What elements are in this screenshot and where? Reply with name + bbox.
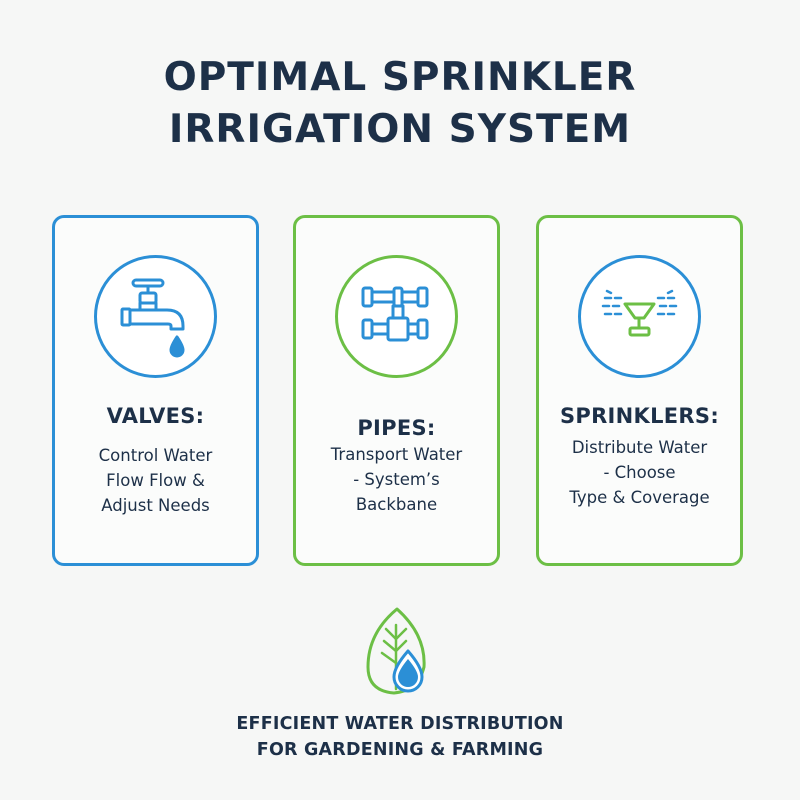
pipes-heading: PIPES: bbox=[357, 416, 436, 440]
pipes-line-3: Backbane bbox=[355, 495, 438, 514]
title-line-1: OPTIMAL SPRINKLER bbox=[163, 55, 637, 100]
sprinkler-icon bbox=[601, 289, 678, 337]
sprinklers-description: Distribute Water - Choose Type & Coverag… bbox=[539, 435, 740, 510]
pipes-line-1: Transport Water bbox=[330, 445, 463, 464]
pipes-icon bbox=[361, 286, 429, 342]
faucet-icon bbox=[120, 278, 185, 358]
page-title: OPTIMAL SPRINKLER IRRIGATION SYSTEM bbox=[0, 52, 800, 156]
footer-line-1: EFFICIENT WATER DISTRIBUTION bbox=[236, 714, 564, 734]
faucet-icon-circle bbox=[94, 255, 217, 378]
sprinklers-line-2: - Choose bbox=[603, 463, 676, 482]
pipes-line-2: - System’s bbox=[353, 470, 440, 489]
sprinklers-line-3: Type & Coverage bbox=[569, 488, 710, 507]
valves-line-1: Control Water bbox=[98, 446, 213, 465]
pipes-description: Transport Water - System’s Backbane bbox=[296, 442, 497, 517]
pipes-card: PIPES: Transport Water - System’s Backba… bbox=[293, 215, 500, 566]
footer-tagline: EFFICIENT WATER DISTRIBUTION FOR GARDENI… bbox=[0, 711, 800, 763]
sprinklers-card: SPRINKLERS: Distribute Water - Choose Ty… bbox=[536, 215, 743, 566]
title-line-2: IRRIGATION SYSTEM bbox=[168, 107, 632, 152]
pipes-icon-circle bbox=[335, 255, 458, 378]
valves-heading: VALVES: bbox=[106, 404, 205, 428]
sprinklers-heading: SPRINKLERS: bbox=[559, 404, 720, 428]
sprinkler-icon-circle bbox=[578, 255, 701, 378]
valves-card: VALVES: Control Water Flow Flow & Adjust… bbox=[52, 215, 259, 566]
leaf-water-drop-icon bbox=[366, 607, 426, 695]
footer-line-2: FOR GARDENING & FARMING bbox=[256, 740, 544, 760]
sprinklers-line-1: Distribute Water bbox=[571, 438, 708, 457]
valves-description: Control Water Flow Flow & Adjust Needs bbox=[55, 443, 256, 518]
valves-line-2: Flow Flow & bbox=[106, 471, 205, 490]
valves-line-3: Adjust Needs bbox=[101, 496, 210, 515]
